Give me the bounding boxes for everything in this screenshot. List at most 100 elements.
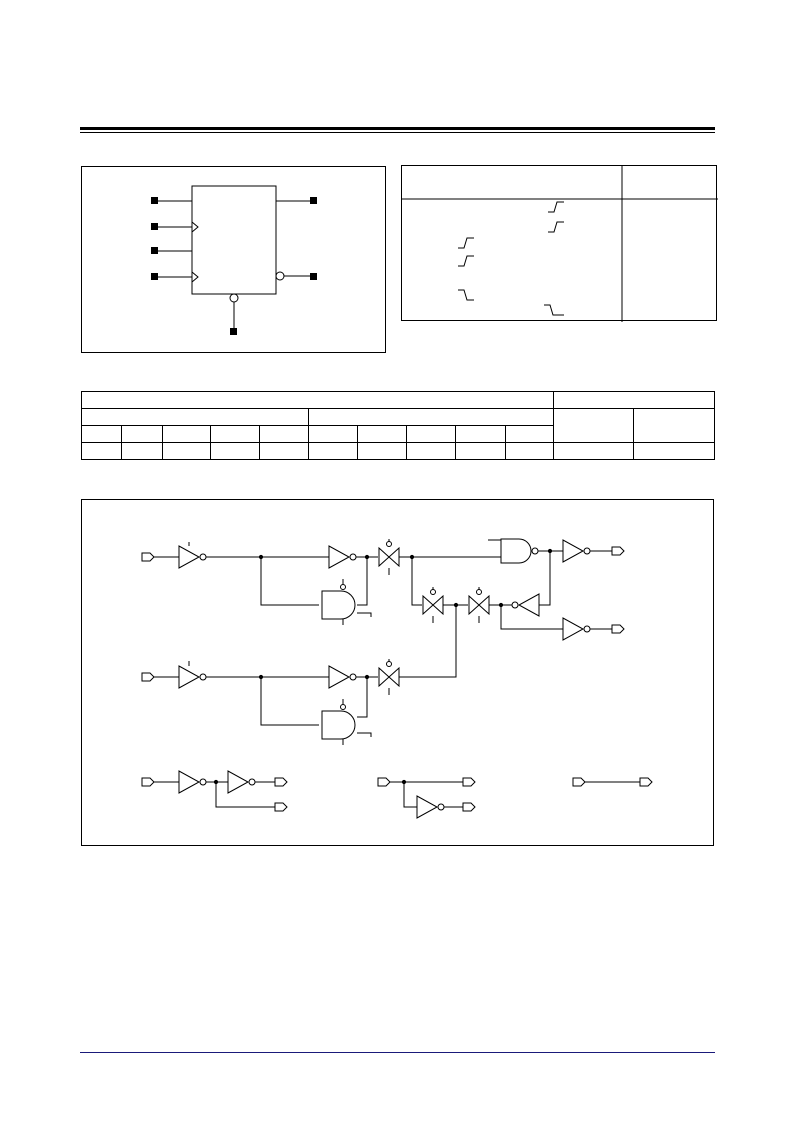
inverter-lower-1 (178, 665, 207, 689)
truth-table-cell-10 (504, 442, 554, 460)
nand-upper (321, 590, 356, 620)
truth-table (80, 391, 716, 460)
logic-symbol-svg (151, 185, 317, 335)
truth-table-cell-6 (308, 442, 359, 460)
truth-table-col-3 (162, 425, 212, 443)
input-pad-4 (377, 777, 391, 787)
truth-table-group-right (308, 408, 554, 426)
nand-lower-bubble (340, 704, 346, 710)
truth-table-caption (81, 391, 554, 409)
truth-table-cell-8 (406, 442, 457, 460)
truth-table-col-1 (80, 425, 123, 443)
pin-pad-4 (151, 273, 158, 280)
output-pad-7 (639, 777, 653, 787)
output-bubble (275, 271, 285, 281)
input-pad-3 (141, 777, 155, 787)
inverter-mid-reverse (517, 593, 540, 617)
logic-diagram-svg (141, 538, 653, 819)
truth-table-output-2 (632, 408, 716, 443)
pin-pad-6 (310, 273, 317, 280)
nand-right-bubble (531, 547, 539, 555)
output-pad-4 (274, 802, 288, 812)
output-pad-6 (462, 802, 476, 812)
truth-table-cell-3 (162, 442, 212, 460)
truth-table-cell-11 (552, 442, 634, 460)
truth-table-col-7 (357, 425, 408, 443)
inverter-bottom-1 (178, 770, 207, 794)
clock-triangle-2 (191, 271, 199, 283)
rising-edge-icon-2 (548, 221, 564, 233)
function-table-svg (402, 166, 718, 322)
inverter-bottom-3 (416, 795, 445, 819)
reset-bubble (229, 293, 239, 303)
falling-edge-icon-2 (544, 304, 564, 316)
inverter-bottom-2 (227, 770, 256, 794)
truth-table-col-2 (121, 425, 164, 443)
wire-lower-nand-out (357, 677, 368, 718)
wire-lower-4 (399, 605, 457, 678)
wire-lower-nand-side (357, 732, 372, 737)
transmission-gate-upper (378, 538, 400, 576)
truth-table-group-left (80, 408, 310, 426)
truth-table-col-8 (406, 425, 457, 443)
inverter-mid-bubble (511, 601, 519, 609)
buffer-lower (328, 665, 357, 689)
pin-pad-2 (151, 223, 158, 230)
nand-right (500, 538, 532, 564)
wire-mid-1 (411, 557, 422, 606)
wire-bottom-4 (215, 782, 275, 808)
buffer-upper (328, 545, 357, 569)
wire-right-nand-in (488, 539, 502, 544)
truth-table-cell-4 (210, 442, 261, 460)
wire-mid-feedback (539, 551, 551, 606)
wire-upper-nand-out (357, 557, 368, 606)
truth-table-col-6 (308, 425, 359, 443)
wire-mid-down (500, 605, 563, 630)
pin-pad-1 (151, 197, 158, 204)
footer-rule (80, 1052, 715, 1053)
rising-edge-icon-3 (458, 237, 474, 249)
transmission-gate-mid-2 (468, 586, 490, 624)
truth-table-col-4 (210, 425, 261, 443)
wire-bottom-6 (403, 782, 417, 808)
wire-upper-nand-side (357, 612, 372, 617)
input-pad-5 (572, 777, 586, 787)
rising-edge-icon-4 (458, 255, 474, 267)
output-pad-2 (611, 624, 625, 634)
function-table (401, 165, 718, 322)
wire-upper-feedback (260, 557, 319, 606)
wire-lower-feedback (260, 677, 319, 726)
truth-table-col-9 (455, 425, 506, 443)
nand-upper-bubble (340, 584, 346, 590)
transmission-gate-lower (378, 658, 400, 696)
truth-table-output-1 (552, 408, 634, 443)
clock-triangle-1 (191, 221, 199, 233)
pin-pad-7 (230, 328, 237, 335)
pin-pad-5 (310, 197, 317, 204)
output-pad-3 (274, 777, 288, 787)
truth-table-col-5 (259, 425, 310, 443)
truth-table-cell-9 (455, 442, 506, 460)
inverter-upper-1 (178, 545, 207, 569)
output-pad-5 (462, 777, 476, 787)
truth-table-output-caption (552, 391, 716, 409)
input-pad-1 (141, 552, 155, 562)
truth-table-cell-5 (259, 442, 310, 460)
truth-table-cell-7 (357, 442, 408, 460)
pin-pad-3 (151, 247, 158, 254)
nand-lower (321, 710, 356, 740)
output-pad-1 (611, 546, 625, 556)
truth-table-cell-1 (80, 442, 123, 460)
header-rule-thick (80, 127, 715, 130)
falling-edge-icon-1 (458, 289, 474, 301)
input-pad-2 (141, 672, 155, 682)
inverter-right-bottom (562, 617, 591, 641)
header-rule-thin (80, 132, 715, 133)
flip-flop-block (191, 185, 277, 295)
truth-table-cell-12 (632, 442, 716, 460)
rising-edge-icon-1 (548, 201, 564, 213)
logic-diagram-panel (81, 499, 714, 846)
transmission-gate-mid-1 (422, 586, 444, 624)
truth-table-col-10 (504, 425, 554, 443)
truth-table-cell-2 (121, 442, 164, 460)
